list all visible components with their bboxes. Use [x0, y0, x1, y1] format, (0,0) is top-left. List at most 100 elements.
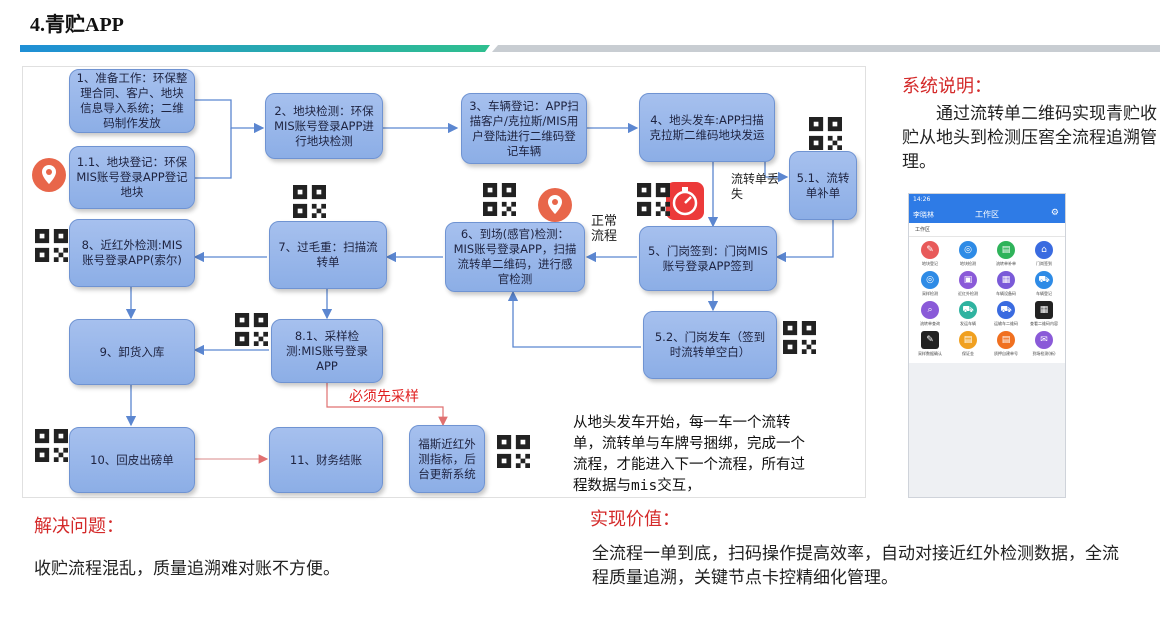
- phone-app-label: 采样数据确认: [918, 351, 942, 356]
- phone-app-label: 质押自建单号: [994, 351, 1018, 356]
- value-body: 全流程一单到底，扫码操作提高效率，自动对接近红外检测数据，全流程质量追溯，关键节…: [592, 544, 1119, 587]
- phone-app-tile[interactable]: ⛟ 车辆登记: [1025, 271, 1063, 297]
- phone-app-label: 车辆登记: [1036, 291, 1052, 296]
- phone-user-name: 李晓林: [913, 211, 934, 219]
- arrow-4-to-5_1: [764, 162, 789, 183]
- flow-connectors: [125, 99, 834, 464]
- node-2-plot-inspection: 2、地块检测：环保MIS账号登录APP进行地块检测: [265, 93, 383, 159]
- edit-icon: ✎: [921, 241, 939, 259]
- qr-code-icon: [497, 435, 530, 468]
- qr-code-icon: [483, 183, 516, 216]
- phone-title: 工作区: [975, 210, 999, 219]
- node-8-nir-inspection: 8、近红外检测:MIS账号登录APP(索尔): [69, 219, 195, 287]
- node-8_1-sampling-inspection: 8.1、采样检测:MIS账号登录APP: [271, 319, 383, 383]
- node-10-tare-weighing: 10、回皮出磅单: [69, 427, 195, 493]
- label-transfer-slip-lost: 流转单丢失: [731, 172, 780, 201]
- phone-section-label: 工作区: [909, 223, 1065, 237]
- bank-icon: ⌂: [1035, 241, 1053, 259]
- search-icon: ⌕: [921, 301, 939, 319]
- problem-body: 收贮流程混乱，质量追溯难对账不方便。: [34, 559, 340, 578]
- phone-app-tile[interactable]: ✎ 采样数据确认: [911, 331, 949, 357]
- phone-app-tile[interactable]: ▤ 保证金: [949, 331, 987, 357]
- system-description-body: 通过流转单二维码实现青贮收贮从地头到检测压窖全流程追溯管理。: [902, 104, 1157, 171]
- edit-icon: ✎: [921, 331, 939, 349]
- truck-icon: ⛟: [1035, 271, 1053, 289]
- label-normal-flow: 正常流程: [591, 214, 618, 244]
- qr-code-icon: [35, 229, 68, 262]
- phone-app-label: 到场检测(新): [1032, 351, 1056, 356]
- phone-app-tile[interactable]: ▤ 流转单补单: [987, 241, 1025, 267]
- truck-icon: ⛟: [959, 301, 977, 319]
- arrow-5_1-to-5: [775, 220, 834, 263]
- phone-app-label: 查看二维码内容: [1030, 321, 1058, 326]
- qr-code-icon: [35, 429, 68, 462]
- problem-heading: 解决问题：: [34, 516, 124, 536]
- stopwatch-icon: [665, 181, 705, 225]
- node-nir-indicator-update: 福斯近红外测指标，后台更新系统: [409, 425, 485, 493]
- grid-icon: ▦: [997, 271, 1015, 289]
- arrow-1_1-to-2: [195, 128, 232, 179]
- phone-app-tile[interactable]: ◎ 采样检测: [911, 271, 949, 297]
- qr-code-icon: [637, 183, 670, 216]
- phone-empty-area: [909, 363, 1065, 497]
- phone-app-label: 流转单补单: [996, 261, 1016, 266]
- phone-app-label: 采样检测: [922, 291, 938, 296]
- phone-app-tile[interactable]: ✉到场检测(新): [1025, 331, 1063, 357]
- phone-app-label: 车辆设备码: [996, 291, 1016, 296]
- phone-app-grid: ✎ 地块登记 ◎ 地块检测 ▤ 流转单补单 ⌂ 门岗签到 ◎ 采样检测 ▣ 近红外检测 ▦ 车辆设备码 ⛟ 车…: [909, 237, 1065, 363]
- node-1-preparation: 1、准备工作：环保整理合同、客户、地块信息导入系统；二维码制作发放: [69, 69, 195, 133]
- node-5-gate-checkin: 5、门岗签到：门岗MIS账号登录APP签到: [639, 226, 777, 291]
- phone-app-tile[interactable]: ▦ 查看二维码内容: [1025, 301, 1063, 327]
- arrow-1-to-2: [195, 99, 265, 134]
- doc-icon: ▤: [997, 241, 1015, 259]
- node-3-vehicle-registration: 3、车辆登记：APP扫描客户/克拉斯/MIS用户登陆进行二维码登记车辆: [461, 93, 587, 164]
- truck-icon: ⛟: [997, 301, 1015, 319]
- arrow-5_2-to-6: [507, 290, 641, 348]
- location-pin-icon: [537, 187, 573, 227]
- node-6-sensory-inspection: 6、到场(感官)检测：MIS账号登录APP，扫描流转单二维码，进行感官检测: [445, 222, 585, 292]
- phone-app-tile[interactable]: ▤ 质押自建单号: [987, 331, 1025, 357]
- node-5_1-reissue-transfer-slip: 5.1、流转单补单: [789, 151, 857, 220]
- phone-app-tile[interactable]: ⌂ 门岗签到: [1025, 241, 1063, 267]
- node-11-financial-settlement: 11、财务结账: [269, 427, 383, 493]
- target-icon: ◎: [921, 271, 939, 289]
- qr-code-icon: [235, 313, 268, 346]
- system-description-heading: 系统说明：: [902, 76, 992, 96]
- node-7-gross-weighing: 7、过毛重：扫描流转单: [269, 221, 387, 289]
- qr-code-icon: [293, 185, 326, 218]
- phone-app-label: 运输车二维码: [994, 321, 1018, 326]
- node-5_2-gate-dispatch: 5.2、门岗发车（签到时流转单空白）: [643, 311, 777, 379]
- qr-code-icon: [809, 117, 842, 150]
- phone-app-tile[interactable]: ▦ 车辆设备码: [987, 271, 1025, 297]
- flow-diagram: 1、准备工作：环保整理合同、客户、地块信息导入系统；二维码制作发放 1.1、地块…: [22, 66, 866, 498]
- qr-icon: ▦: [1035, 301, 1053, 319]
- node-1_1-plot-registration: 1.1、地块登记：环保MIS账号登录APP登记地块: [69, 146, 195, 209]
- arrow-8_1-to-nir: [326, 383, 448, 427]
- box-icon: ▣: [959, 271, 977, 289]
- target-icon: ◎: [959, 241, 977, 259]
- phone-app-tile[interactable]: ⛟ 发运车辆: [949, 301, 987, 327]
- doc-icon: ▤: [997, 331, 1015, 349]
- phone-app-tile[interactable]: ⛟ 运输车二维码: [987, 301, 1025, 327]
- title-divider: [20, 45, 1160, 52]
- phone-header: 李晓林 工作区 ⚙: [909, 205, 1065, 223]
- phone-app-tile[interactable]: ▣ 近红外检测: [949, 271, 987, 297]
- phone-app-label: 地块检测: [960, 261, 976, 266]
- phone-app-label: 保证金: [962, 351, 974, 356]
- node-4-field-dispatch: 4、地头发车:APP扫描克拉斯二维码地块发运: [639, 93, 775, 162]
- label-must-sample-first: 必须先采样: [349, 390, 419, 405]
- phone-status-bar: 14:26: [909, 194, 1065, 205]
- qr-code-icon: [783, 321, 816, 354]
- phone-app-label: 地块登记: [922, 261, 938, 266]
- node-9-unload-storage: 9、卸货入库: [69, 319, 195, 385]
- doc-icon: ▤: [959, 331, 977, 349]
- location-pin-icon: [31, 157, 67, 197]
- phone-app-label: 门岗签到: [1036, 261, 1052, 266]
- phone-app-tile[interactable]: ⌕ 流转单查询: [911, 301, 949, 327]
- phone-app-tile[interactable]: ◎ 地块检测: [949, 241, 987, 267]
- phone-app-label: 近红外检测: [958, 291, 978, 296]
- phone-app-tile[interactable]: ✎ 地块登记: [911, 241, 949, 267]
- settings-icon[interactable]: ⚙: [1050, 208, 1059, 218]
- phone-app-label: 发运车辆: [960, 321, 976, 326]
- phone-app-label: 流转单查询: [920, 321, 940, 326]
